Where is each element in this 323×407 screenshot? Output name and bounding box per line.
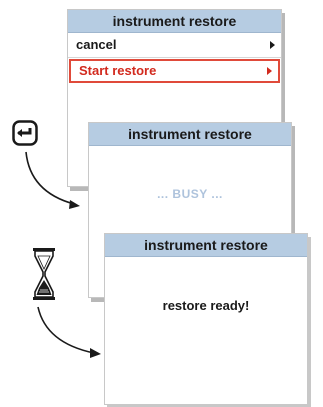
panel-title: instrument restore [68,10,281,33]
panel-title: instrument restore [105,234,307,257]
hourglass-icon [33,248,55,300]
enter-key-icon [12,120,38,146]
menu-item-cancel[interactable]: cancel [68,33,281,58]
busy-message: ... BUSY ... [157,187,223,201]
restore-ready-panel: instrument restore restore ready! [104,233,308,405]
menu-item-label: cancel [76,37,117,52]
curved-arrow-icon [25,151,80,209]
chevron-right-icon [270,41,275,49]
menu-item-start-restore[interactable]: Start restore [69,59,280,83]
menu-item-label: Start restore [79,63,157,78]
chevron-right-icon [267,67,272,75]
curved-arrow-icon [37,306,101,358]
panel-title: instrument restore [89,123,291,146]
ready-message: restore ready! [162,298,250,313]
